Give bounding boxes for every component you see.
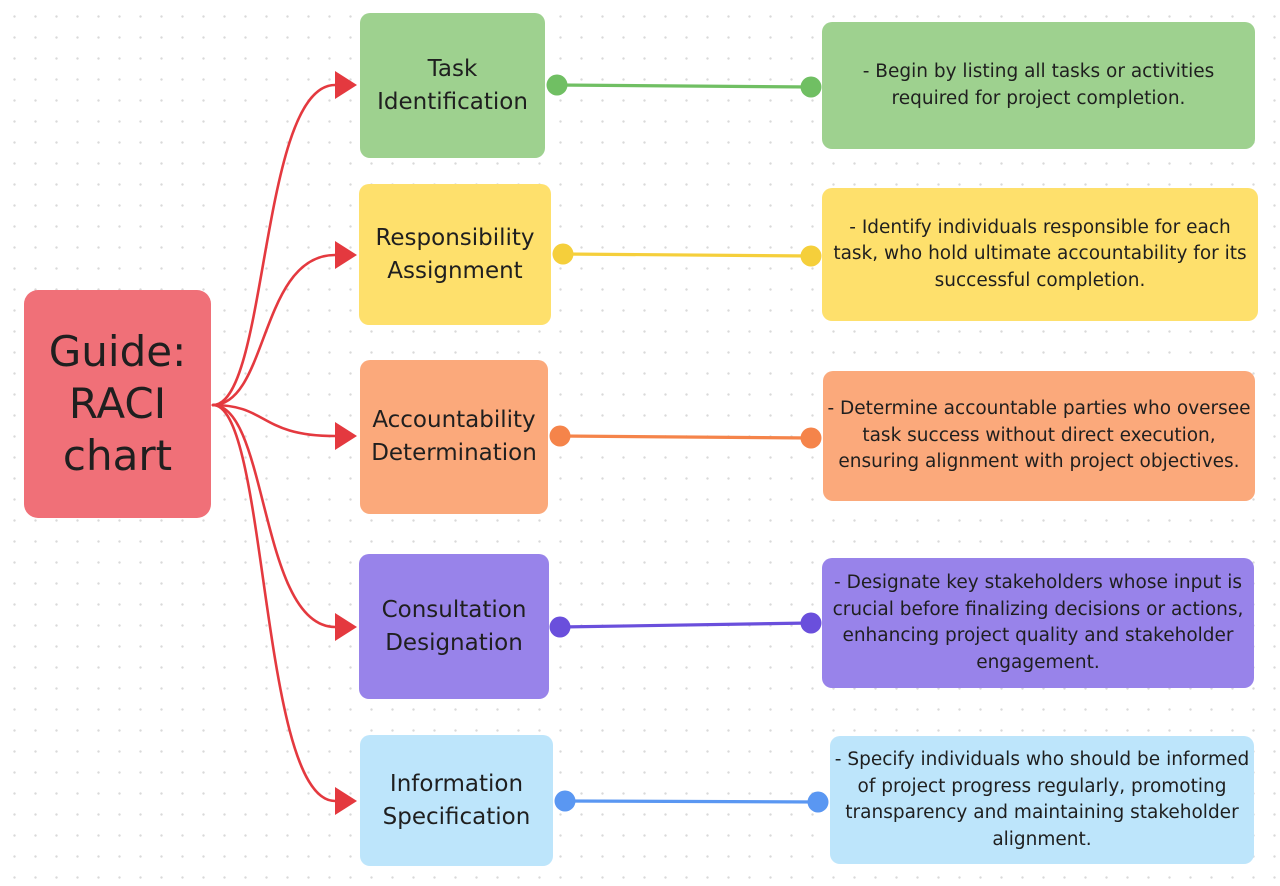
link-line-information-specification [563,799,820,804]
topic-node-accountability-determination[interactable]: Accountability Determination [360,360,548,514]
arrowhead-accountability-determination [335,422,357,450]
link-end-dot-information-specification [807,791,829,813]
link-line-task-identification [555,83,813,89]
description-node-accountability-determination[interactable]: - Determine accountable parties who over… [823,371,1255,501]
link-start-dot-accountability-determination [549,425,571,447]
link-line-consultation-designation [558,621,813,629]
arrowhead-task-identification [335,71,357,99]
link-end-dot-accountability-determination [800,427,822,449]
topic-node-responsibility-assignment[interactable]: Responsibility Assignment [359,184,551,325]
link-start-dot-task-identification [546,74,568,96]
description-node-consultation-designation[interactable]: - Designate key stakeholders whose input… [822,558,1254,688]
branch-connector-task-identification [211,83,337,407]
link-line-accountability-determination [558,434,813,440]
branch-connector-accountability-determination [211,403,337,438]
topic-node-consultation-designation[interactable]: Consultation Designation [359,554,549,699]
branch-connector-information-specification [211,403,337,803]
link-start-dot-information-specification [554,790,576,812]
branch-connector-responsibility-assignment [211,253,337,407]
branch-connector-consultation-designation [211,403,337,629]
arrowhead-information-specification [335,787,357,815]
link-end-dot-consultation-designation [800,612,822,634]
link-end-dot-task-identification [800,76,822,98]
topic-node-information-specification[interactable]: Information Specification [360,735,553,866]
link-start-dot-consultation-designation [549,616,571,638]
link-end-dot-responsibility-assignment [800,245,822,267]
arrowhead-responsibility-assignment [335,241,357,269]
arrowhead-consultation-designation [335,613,357,641]
root-node[interactable]: Guide: RACI chart [24,290,211,518]
link-line-responsibility-assignment [561,252,813,258]
topic-node-task-identification[interactable]: Task Identification [360,13,545,158]
description-node-task-identification[interactable]: - Begin by listing all tasks or activiti… [822,22,1255,149]
description-node-responsibility-assignment[interactable]: - Identify individuals responsible for e… [822,188,1258,321]
link-start-dot-responsibility-assignment [552,243,574,265]
description-node-information-specification[interactable]: - Specify individuals who should be info… [830,736,1254,864]
